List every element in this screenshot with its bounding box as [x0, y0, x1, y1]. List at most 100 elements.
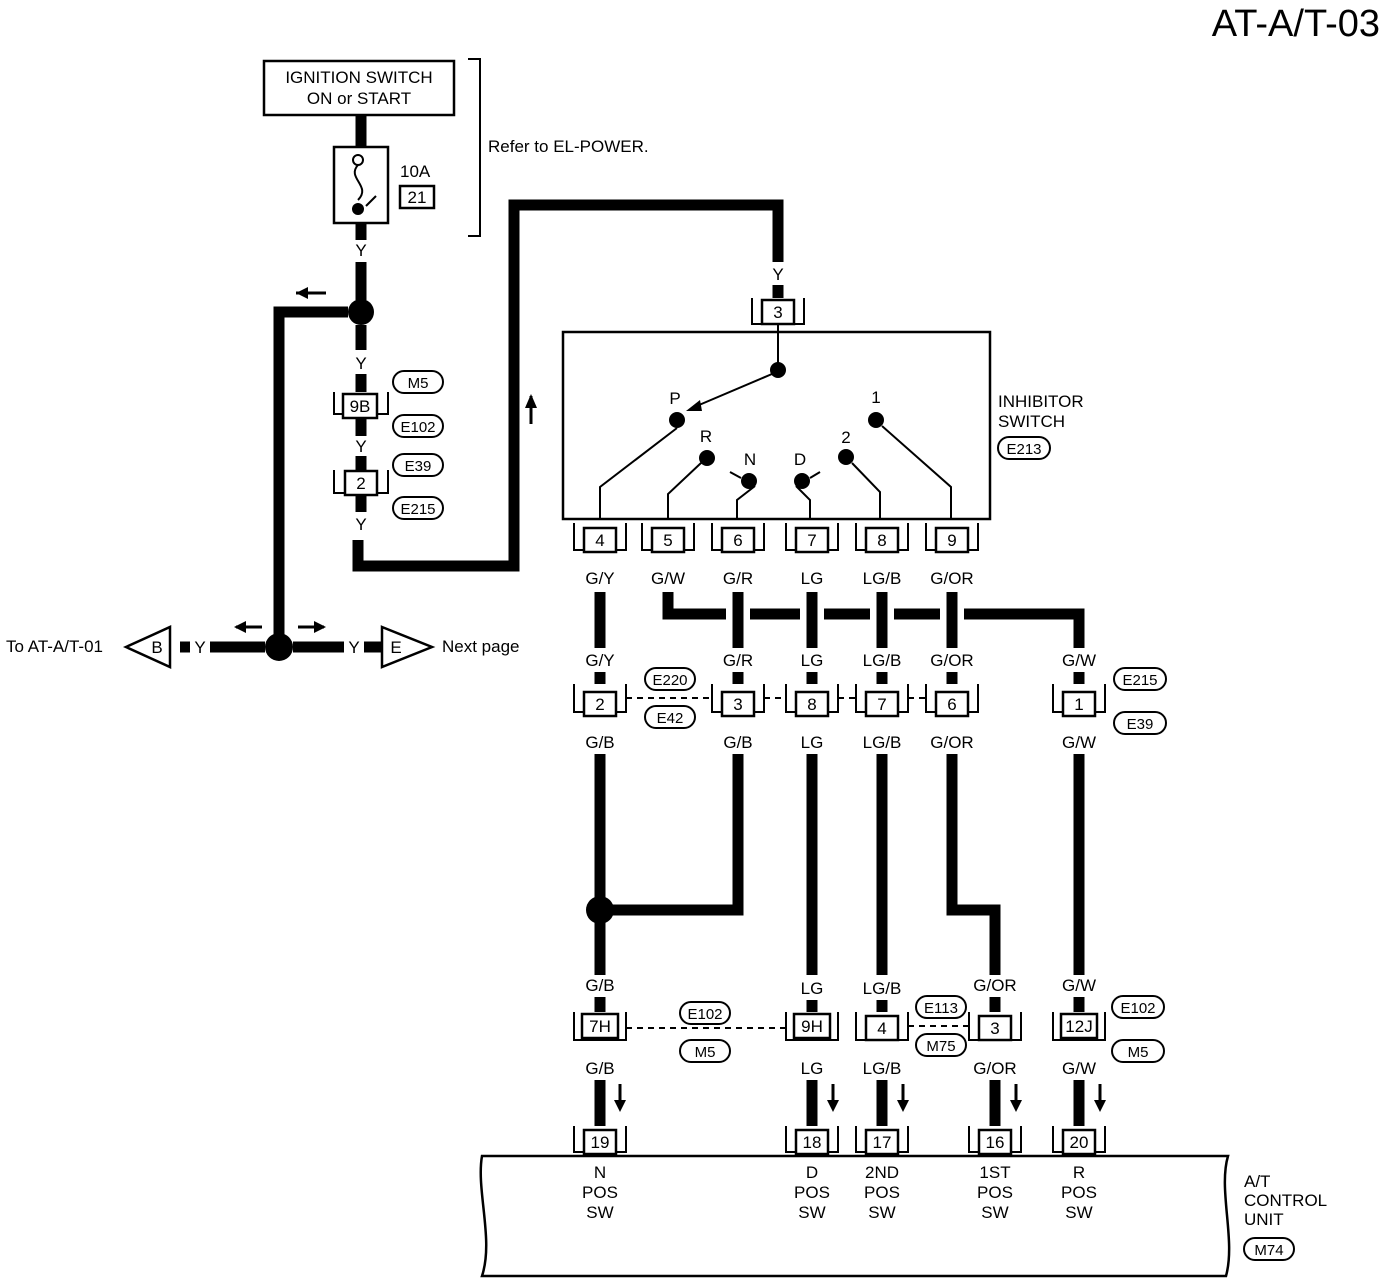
position-1-line — [881, 425, 952, 519]
tcu-label: SW — [586, 1203, 613, 1222]
wire-label: G/B — [723, 733, 752, 752]
mid-pin-6: 6 — [947, 695, 956, 714]
wire-y-to-inhibitor — [352, 199, 784, 572]
inhibitor-selector-arm — [691, 373, 773, 409]
wire-label: LG/B — [863, 733, 902, 752]
connector-id-e220: E220 — [652, 672, 687, 689]
splice-gb — [586, 896, 614, 924]
ignition-switch-box — [262, 59, 456, 117]
tcu-label: SW — [868, 1203, 895, 1222]
arrow-down-icon — [897, 1100, 909, 1112]
splice-top — [348, 299, 374, 325]
tcu-pin-16: 16 — [986, 1133, 1005, 1152]
tcu-pins: 19 18 17 16 20 — [573, 1126, 1106, 1156]
connector-9b: 9B — [333, 392, 389, 420]
tcu-label: POS — [977, 1183, 1013, 1202]
connector-id-e102: E102 — [400, 419, 435, 436]
position-r-node — [699, 450, 715, 466]
position-n-line — [729, 471, 756, 519]
wire-label: G/OR — [973, 1059, 1016, 1078]
arrow-down-icon — [827, 1100, 839, 1112]
inhibitor-pin-4: 4 — [573, 523, 627, 554]
connector-2-pin: 2 — [356, 474, 365, 493]
inhibitor-pin-5: 5 — [641, 523, 695, 554]
offpage-left-text: To AT-A/T-01 — [6, 637, 103, 656]
wire-label: LG/B — [863, 1059, 902, 1078]
connector-id-pill — [392, 370, 444, 394]
connector-id-pill — [392, 496, 444, 520]
lower-pin-12j: 12J — [1065, 1017, 1092, 1036]
wire-label: LG — [801, 651, 824, 670]
connector-9b-pin: 9B — [350, 397, 371, 416]
wire-label: LG/B — [863, 569, 902, 588]
lower-pin-9h: 9H — [801, 1017, 823, 1036]
switch-positions: P R N D 2 1 — [599, 388, 952, 519]
position-n-label: N — [744, 450, 756, 469]
power-bracket — [468, 58, 481, 237]
wire-label: G/B — [585, 733, 614, 752]
inhibitor-pin-7: 7 — [785, 523, 839, 554]
lower-pin-7h: 7H — [589, 1017, 611, 1036]
tcu-name-1: A/T — [1244, 1172, 1270, 1191]
wire-label-y-right: Y — [348, 638, 359, 657]
tcu-label: POS — [864, 1183, 900, 1202]
fuse-rating: 10A — [400, 162, 431, 181]
fuse-number: 21 — [408, 188, 427, 207]
splice-bottom — [265, 633, 293, 661]
wire-label: LG — [801, 733, 824, 752]
wire-label-y4: Y — [355, 515, 366, 534]
position-d-label: D — [794, 450, 806, 469]
connector-id-e215: E215 — [400, 501, 435, 518]
refer-note: Refer to EL-POWER. — [488, 137, 649, 156]
wire-label: LG/B — [863, 651, 902, 670]
position-2-label: 2 — [841, 428, 850, 447]
inhibitor-connector-id: E213 — [1006, 441, 1041, 458]
wire-label: G/W — [1062, 976, 1096, 995]
offpage-right-text: Next page — [442, 637, 520, 656]
ignition-switch: IGNITION SWITCH ON or START — [262, 59, 456, 117]
connector-2-left: 2 — [333, 469, 389, 497]
wire-label: G/OR — [930, 651, 973, 670]
tcu-labels: N POS SW D POS SW 2ND POS SW 1ST POS SW … — [582, 1163, 1097, 1222]
wire-gb-b — [612, 754, 744, 916]
position-p-line — [599, 427, 678, 519]
connector-id-e102: E102 — [1120, 1000, 1155, 1017]
tcu-connector-id: M74 — [1254, 1242, 1283, 1259]
position-r-label: R — [700, 427, 712, 446]
connector-id-m5: M5 — [695, 1044, 716, 1061]
connector-id-m5: M5 — [408, 375, 429, 392]
position-n-node — [741, 473, 757, 489]
wire-label: LG/B — [863, 979, 902, 998]
wire-label-bg — [344, 638, 364, 656]
wire-label-y1: Y — [355, 241, 366, 260]
inhibitor-label-1: INHIBITOR — [998, 392, 1084, 411]
tcu-label: SW — [981, 1203, 1008, 1222]
lower-connector: G/B LG LG/B G/OR G/W 7H 9H 4 3 12J E102 … — [573, 976, 1165, 1078]
arrow-left-icon — [296, 287, 308, 299]
wire-label: G/OR — [973, 976, 1016, 995]
inhibitor-pins: 4 5 6 7 8 9 — [573, 523, 979, 554]
inhibitor-common-node — [770, 362, 786, 378]
tcu-label: POS — [1061, 1183, 1097, 1202]
wire-label-y2: Y — [355, 354, 366, 373]
wire-gor-down — [946, 754, 1001, 975]
wire-label: LG — [801, 1059, 824, 1078]
tcu-label: SW — [798, 1203, 825, 1222]
connector-id-pill — [392, 453, 444, 477]
tcu-pin-17: 17 — [873, 1133, 892, 1152]
wire-label-y-left: Y — [194, 638, 205, 657]
tcu-label: R — [1073, 1163, 1085, 1182]
inhibitor-pin-9: 9 — [925, 523, 979, 554]
mid-pin-3: 3 — [733, 695, 742, 714]
fuse-21 — [332, 145, 390, 225]
arrow-down-icon — [614, 1100, 626, 1112]
tcu-label: POS — [582, 1183, 618, 1202]
wire-label: G/OR — [930, 733, 973, 752]
wire-label: G/R — [723, 569, 753, 588]
connector-id-e113: E113 — [924, 1000, 958, 1017]
tcu-label: 2ND — [865, 1163, 899, 1182]
wire-label: G/W — [1062, 651, 1096, 670]
inhibitor-pin-5-label: 5 — [663, 531, 672, 550]
connector-id-pill — [1243, 1237, 1295, 1261]
